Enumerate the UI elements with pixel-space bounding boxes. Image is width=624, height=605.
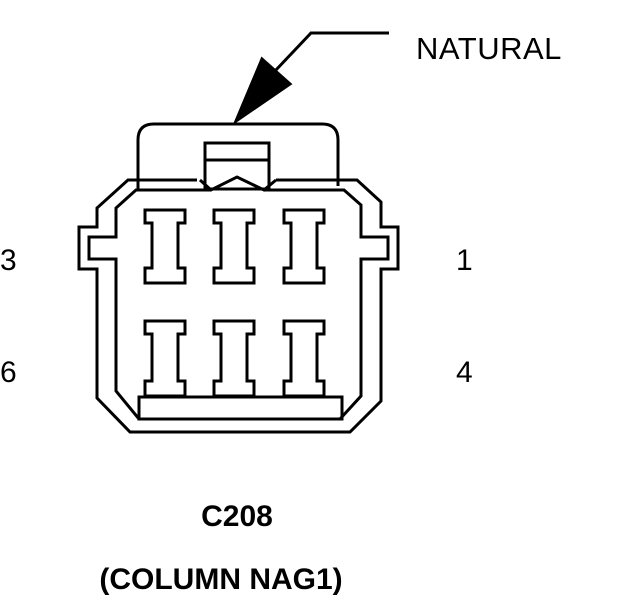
connector-body-outer <box>77 178 400 434</box>
cavity-pin-5 <box>212 319 256 398</box>
connector-id-label: C208 <box>201 500 273 533</box>
latch-housing <box>136 122 340 190</box>
cavity-pin-3 <box>143 208 187 285</box>
pin-number-6-label: 6 <box>0 356 17 389</box>
connector-color-label: NATURAL <box>416 31 562 66</box>
keyway-notch <box>198 175 277 192</box>
pin-number-3-label: 3 <box>0 244 17 277</box>
cavity-pin-2 <box>212 208 256 285</box>
terminal-position-assurance-bar <box>137 395 344 421</box>
connector-body-inner <box>87 188 390 421</box>
leader-arrow <box>232 31 389 126</box>
pin-number-4-label: 4 <box>456 356 473 389</box>
connector-description-label: (COLUMN NAG1) <box>99 563 343 596</box>
pin-number-1-label: 1 <box>456 244 473 277</box>
cavity-pin-1 <box>282 208 326 285</box>
latch-tab <box>203 141 271 191</box>
terminal-cavities <box>143 208 326 398</box>
cavity-pin-6 <box>143 319 187 398</box>
cavity-pin-4 <box>282 319 326 398</box>
